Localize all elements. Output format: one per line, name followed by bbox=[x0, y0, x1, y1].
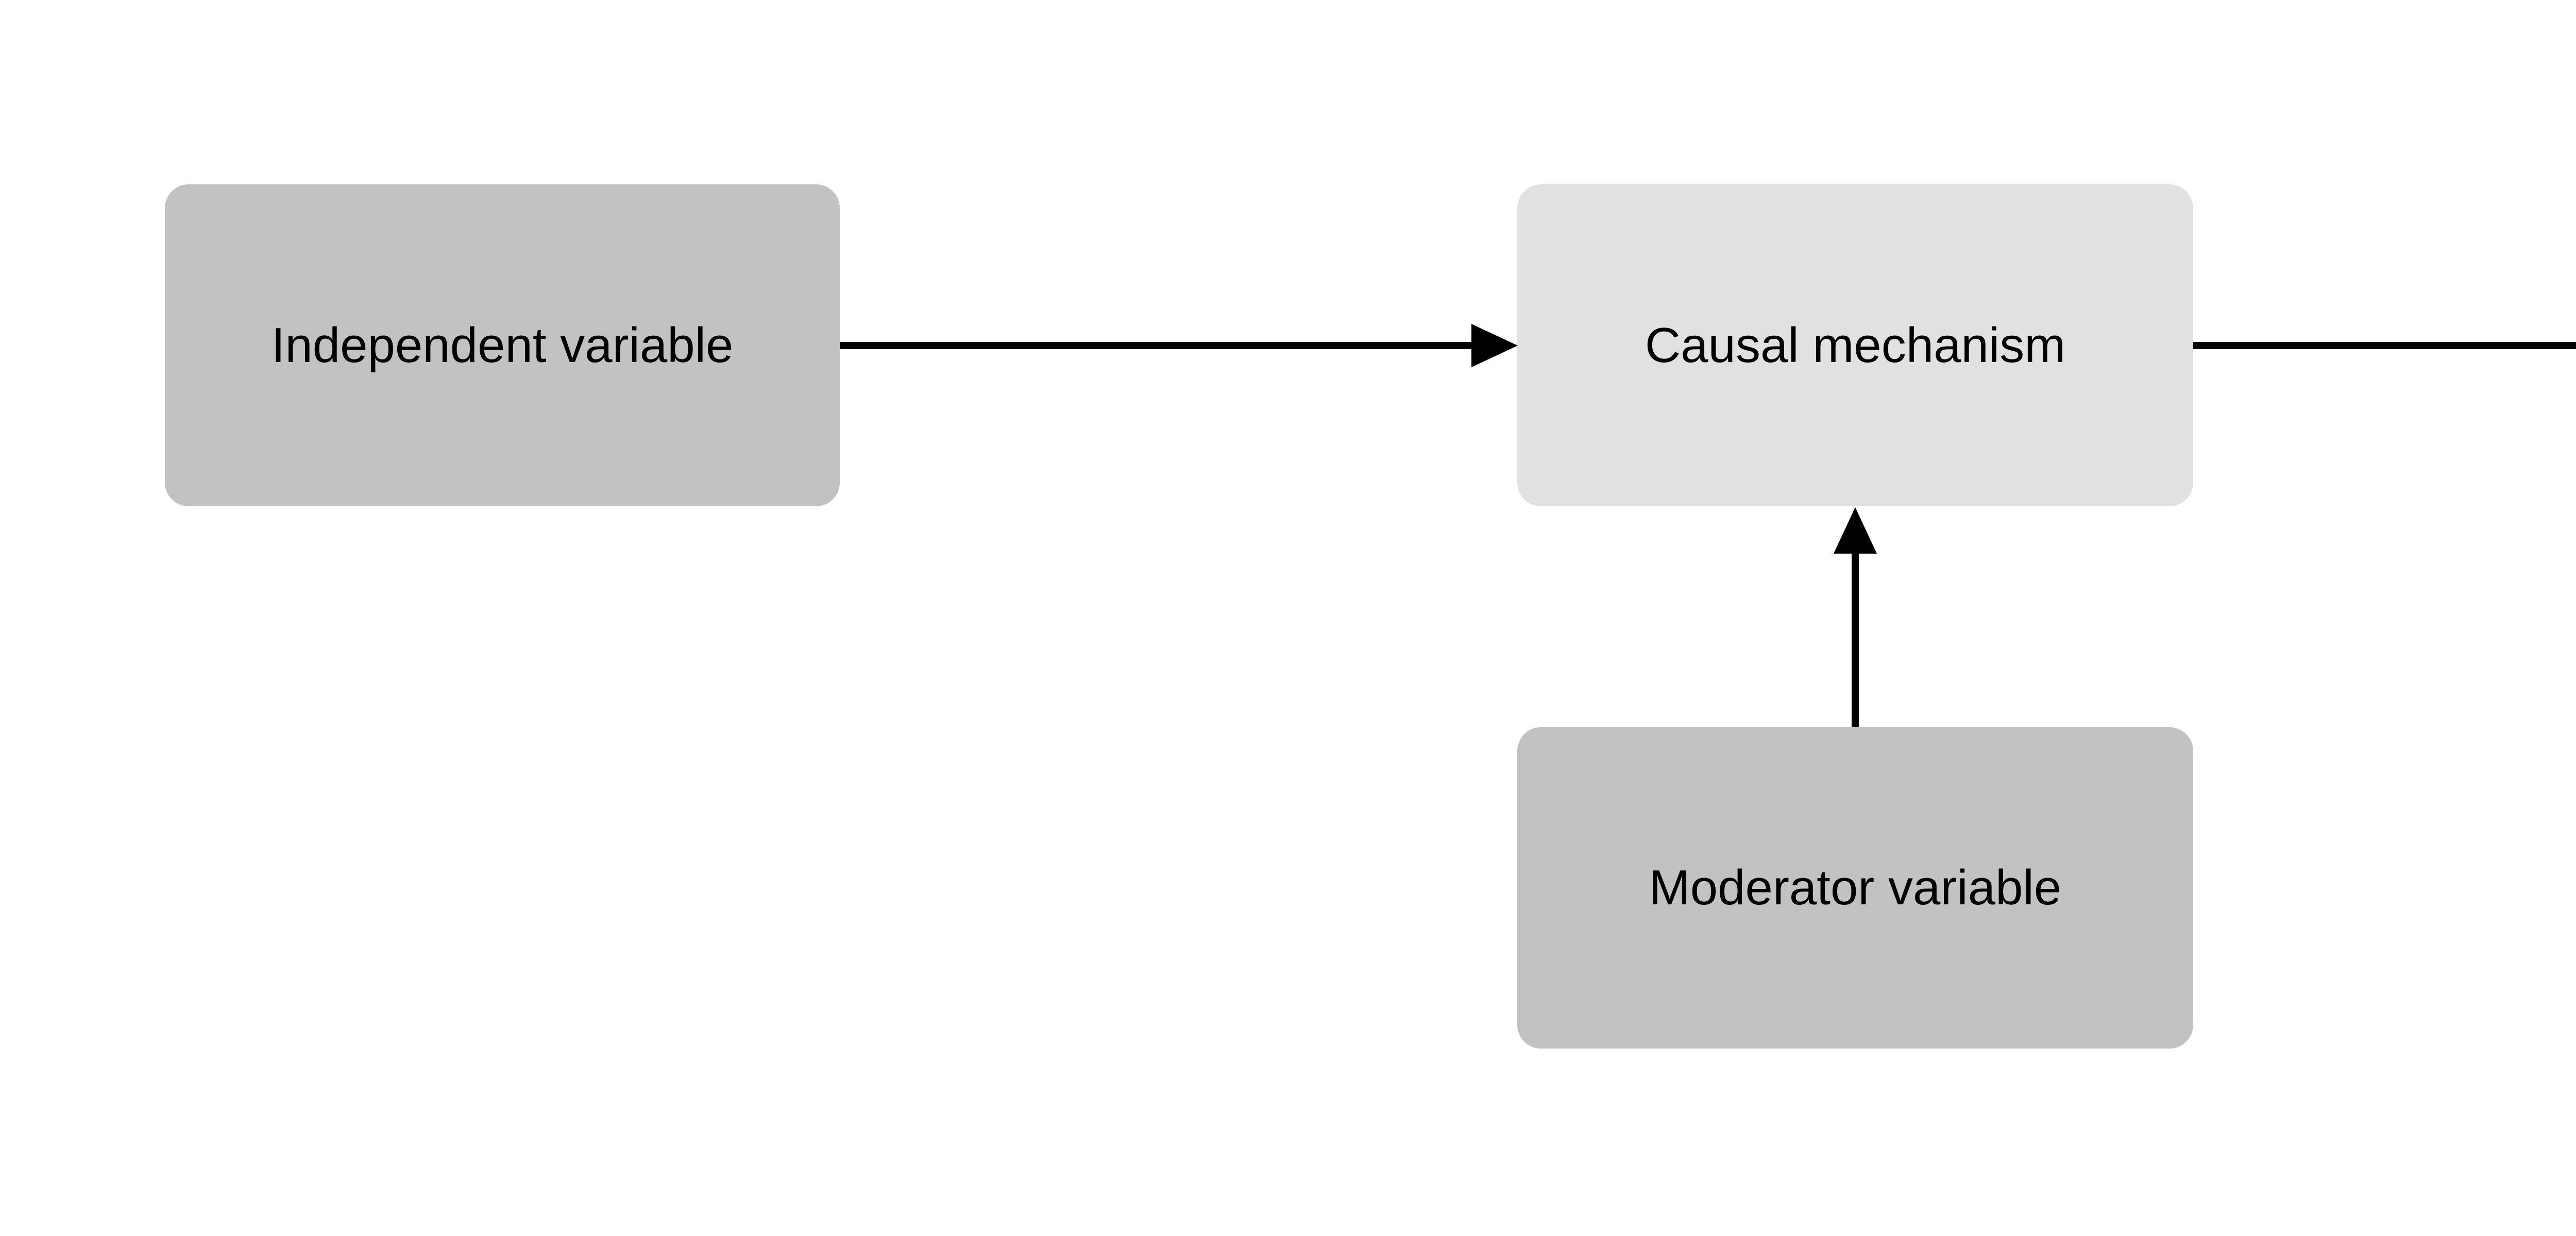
node-independent-variable-label: Independent variable bbox=[271, 317, 734, 373]
arrowhead-right-icon bbox=[1471, 324, 1518, 367]
arrow-independent-to-causal-icon bbox=[840, 324, 1518, 367]
node-moderator-variable-label: Moderator variable bbox=[1649, 860, 2062, 916]
node-causal-mechanism-label: Causal mechanism bbox=[1645, 317, 2066, 373]
arrow-moderator-to-causal-icon bbox=[1834, 507, 1877, 727]
arrowhead-up-icon bbox=[1834, 507, 1877, 554]
arrow-causal-to-dependent-icon bbox=[2193, 342, 2576, 349]
node-independent-variable[interactable]: Independent variable bbox=[165, 184, 840, 506]
node-causal-mechanism[interactable]: Causal mechanism bbox=[1517, 184, 2193, 506]
node-moderator-variable[interactable]: Moderator variable bbox=[1517, 727, 2193, 1049]
